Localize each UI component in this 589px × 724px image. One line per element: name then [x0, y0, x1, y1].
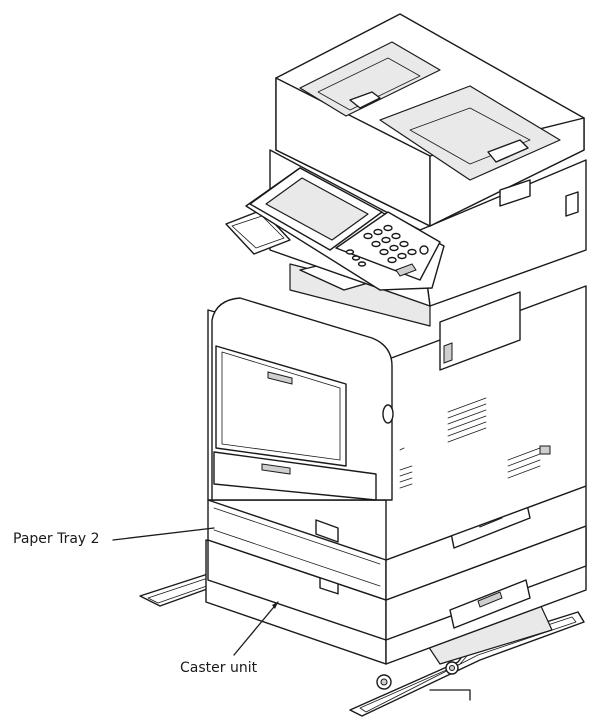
side-vents — [399, 397, 541, 489]
caster-unit-label: Caster unit — [180, 660, 258, 676]
keypad — [335, 211, 441, 281]
caster-wheel — [376, 661, 459, 690]
operation-panel — [225, 167, 445, 291]
paper-tray-2-label: Paper Tray 2 — [13, 531, 100, 547]
callout-leaders — [112, 527, 279, 656]
printer-main-body — [207, 285, 587, 561]
touch-screen — [265, 177, 369, 241]
